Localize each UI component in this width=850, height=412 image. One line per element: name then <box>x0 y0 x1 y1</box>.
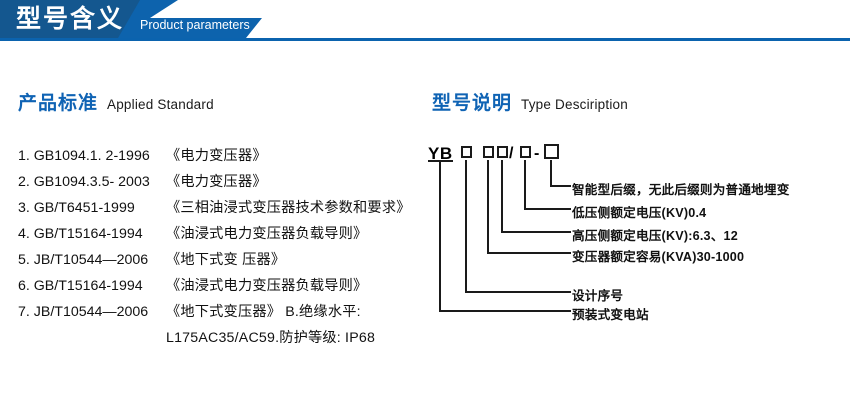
standards-list: 1. GB1094.1. 2-1996 《电力变压器》 2. GB1094.3.… <box>18 145 438 353</box>
standard-item: 7. JB/T10544—2006 《地下式变压器》 B.绝缘水平: <box>18 301 438 327</box>
banner-title-chinese: 型号含义 <box>16 5 125 33</box>
model-code-slash: / <box>509 145 514 162</box>
model-code-box-4 <box>520 146 531 158</box>
standard-name: 《油浸式电力变压器负载导则》 <box>166 226 368 242</box>
leader-line-horizontal-3 <box>501 231 571 233</box>
standards-section-heading: 产品标准 Applied Standard <box>18 88 214 115</box>
standard-item: 6. GB/T15164-1994 《油浸式电力变压器负载导则》 <box>18 275 438 301</box>
model-code-box-1 <box>461 146 472 158</box>
standard-code: 7. JB/T10544—2006 <box>18 304 149 320</box>
annotation-label-lv-voltage: 低压侧额定电压(KV)0.4 <box>572 206 707 220</box>
type-heading-chinese: 型号说明 <box>432 93 513 114</box>
leader-line-vertical-2 <box>524 160 526 210</box>
standard-name: 《油浸式电力变压器负载导则》 <box>166 278 368 294</box>
standard-item: 2. GB1094.3.5- 2003 《电力变压器》 <box>18 171 438 197</box>
leader-line-horizontal-2 <box>524 208 571 210</box>
standard-code: 4. GB/T15164-1994 <box>18 226 143 242</box>
standard-item: 3. GB/T6451-1999 《三相油浸式变压器技术参数和要求》 <box>18 197 438 223</box>
annotation-label-hv-voltage: 高压侧额定电压(KV):6.3、12 <box>572 229 738 243</box>
standard-item: 1. GB1094.1. 2-1996 《电力变压器》 <box>18 145 438 171</box>
type-section-heading: 型号说明 Type Desciription <box>432 88 628 115</box>
standard-code: 1. GB1094.1. 2-1996 <box>18 148 150 164</box>
leader-line-horizontal-4 <box>487 252 571 254</box>
leader-line-vertical-6 <box>439 160 441 312</box>
model-code-diagram: YB / - <box>420 140 850 355</box>
standard-name: 《地下式变压器》 B.绝缘水平: <box>166 304 361 320</box>
standard-item-continuation: L175AC35/AC59.防护等级: IP68 <box>18 327 438 353</box>
standard-name: L175AC35/AC59.防护等级: IP68 <box>166 330 376 346</box>
standard-name: 《电力变压器》 <box>166 174 267 190</box>
leader-line-vertical-3 <box>501 160 503 233</box>
standard-code: 3. GB/T6451-1999 <box>18 200 135 216</box>
banner-title-english: Product parameters <box>140 18 250 32</box>
model-code-box-3 <box>497 146 508 158</box>
standard-item: 5. JB/T10544—2006 《地下式变 压器》 <box>18 249 438 275</box>
annotation-label-rated-capacity: 变压器额定容易(KVA)30-1000 <box>572 250 745 264</box>
annotation-label-smart-suffix: 智能型后缀，无此后缀则为普通地埋变 <box>572 183 790 197</box>
model-code-box-2 <box>483 146 494 158</box>
leader-line-horizontal-1 <box>550 185 571 187</box>
standard-name: 《三相油浸式变压器技术参数和要求》 <box>166 200 411 216</box>
model-code-box-5 <box>544 144 559 159</box>
standard-name: 《电力变压器》 <box>166 148 267 164</box>
leader-line-vertical-5 <box>465 160 467 293</box>
standards-heading-english: Applied Standard <box>107 97 214 112</box>
standard-name: 《地下式变 压器》 <box>166 252 286 268</box>
model-code-prefix: YB <box>428 144 453 163</box>
annotation-label-substation: 预装式变电站 <box>572 308 649 322</box>
page-header-banner: 型号含义 Product parameters <box>0 0 850 42</box>
leader-line-vertical-4 <box>487 160 489 254</box>
banner-underline-rule <box>0 38 850 41</box>
standard-item: 4. GB/T15164-1994 《油浸式电力变压器负载导则》 <box>18 223 438 249</box>
standard-code: 6. GB/T15164-1994 <box>18 278 143 294</box>
leader-line-horizontal-5 <box>465 291 571 293</box>
annotation-label-design-serial: 设计序号 <box>572 289 624 303</box>
standard-code: 2. GB1094.3.5- 2003 <box>18 174 150 190</box>
leader-line-vertical-1 <box>550 160 552 187</box>
leader-line-horizontal-6 <box>439 310 571 312</box>
type-heading-english: Type Desciription <box>521 97 628 112</box>
standards-heading-chinese: 产品标准 <box>18 93 99 114</box>
model-code-dash: - <box>534 145 540 162</box>
banner-dark-shape <box>0 0 140 38</box>
standard-code: 5. JB/T10544—2006 <box>18 252 149 268</box>
